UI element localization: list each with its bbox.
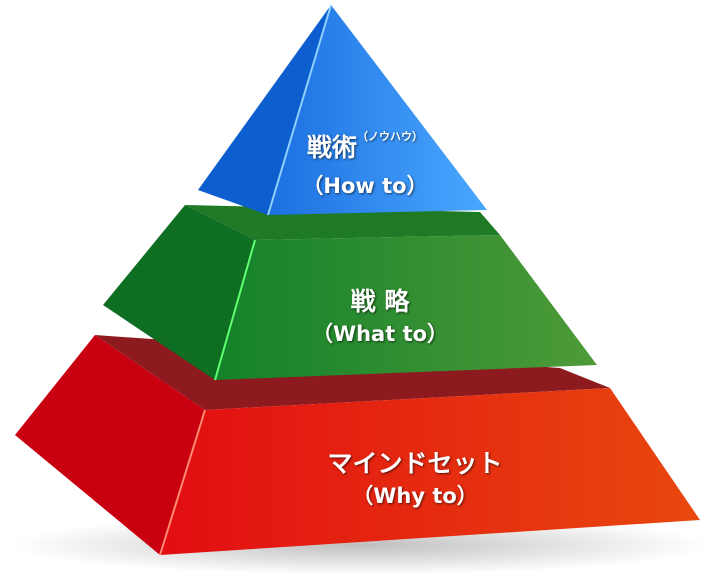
bottom-tier-subtitle: （Why to） [352, 484, 478, 508]
top-tier-subtitle: （How to） [302, 174, 428, 198]
top-tier-label: 戦術（ノウハウ） [307, 128, 423, 164]
middle-tier-top-face [185, 205, 500, 240]
top-tier-edge [267, 4, 332, 216]
middle-tier-subtitle: （What to） [311, 322, 449, 346]
top-tier-note: （ノウハウ） [357, 130, 424, 143]
bottom-tier-edge [159, 409, 206, 556]
bottom-tier-front-face [160, 388, 700, 555]
middle-tier-left-face [103, 205, 255, 380]
middle-tier-title: 戦 略 [350, 287, 410, 316]
bottom-tier-left-face [15, 335, 205, 555]
top-tier-left-face [198, 5, 331, 215]
top-tier-title: 戦術 [306, 133, 358, 162]
middle-tier-edge [214, 239, 256, 381]
top-tier-front-face [268, 5, 487, 215]
middle-tier-front-face [215, 235, 597, 380]
bottom-tier-title: マインドセット [327, 449, 503, 478]
